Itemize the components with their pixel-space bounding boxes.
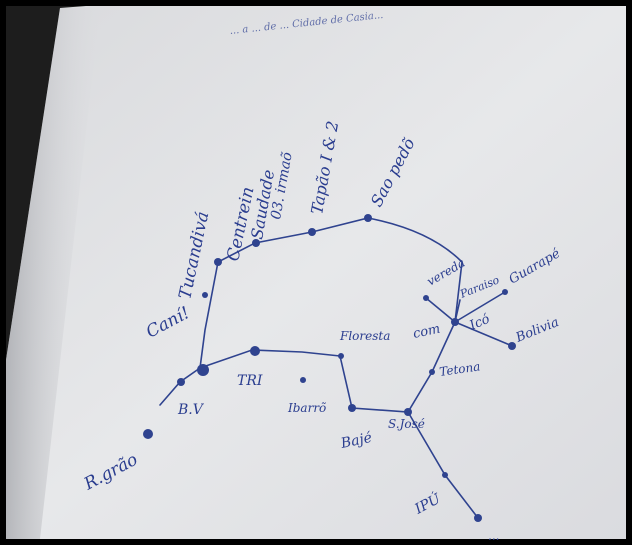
node-rio-grande	[143, 429, 153, 439]
node-guarape	[502, 289, 508, 295]
label-com: com	[412, 322, 442, 342]
node-sao-pedro	[364, 214, 372, 222]
node-end	[474, 514, 482, 522]
node-bv	[177, 378, 185, 386]
label-tetona: Tetona	[438, 359, 481, 379]
node-bolivia	[508, 342, 516, 350]
node-tapao	[308, 228, 316, 236]
label-ibarrao: Ibarrõ	[287, 401, 326, 415]
node-ipu	[442, 472, 448, 478]
node-s-jose	[404, 408, 412, 416]
node-com	[451, 318, 459, 326]
node-baje	[348, 404, 356, 412]
node-tetona	[429, 369, 435, 375]
label-floresta: Floresta	[339, 329, 390, 343]
node-cani	[202, 292, 208, 298]
label-bv: B.V	[177, 402, 205, 418]
node-tri	[250, 346, 260, 356]
label-tri: TRI	[237, 373, 263, 389]
label-baje: Bajé	[339, 430, 374, 452]
node-saudade	[252, 239, 260, 247]
node-ibarrao	[300, 377, 306, 383]
node-floresta	[338, 353, 344, 359]
node-vereda	[423, 295, 429, 301]
paper-sheet	[6, 6, 626, 539]
label-ipu-tail: ...	[488, 529, 499, 543]
network-nodes	[143, 214, 516, 522]
paper-edge-shadow	[6, 8, 100, 539]
label-s-jose: S.José	[388, 417, 425, 431]
node-tucandiva	[214, 258, 222, 266]
node-hub	[197, 364, 209, 376]
